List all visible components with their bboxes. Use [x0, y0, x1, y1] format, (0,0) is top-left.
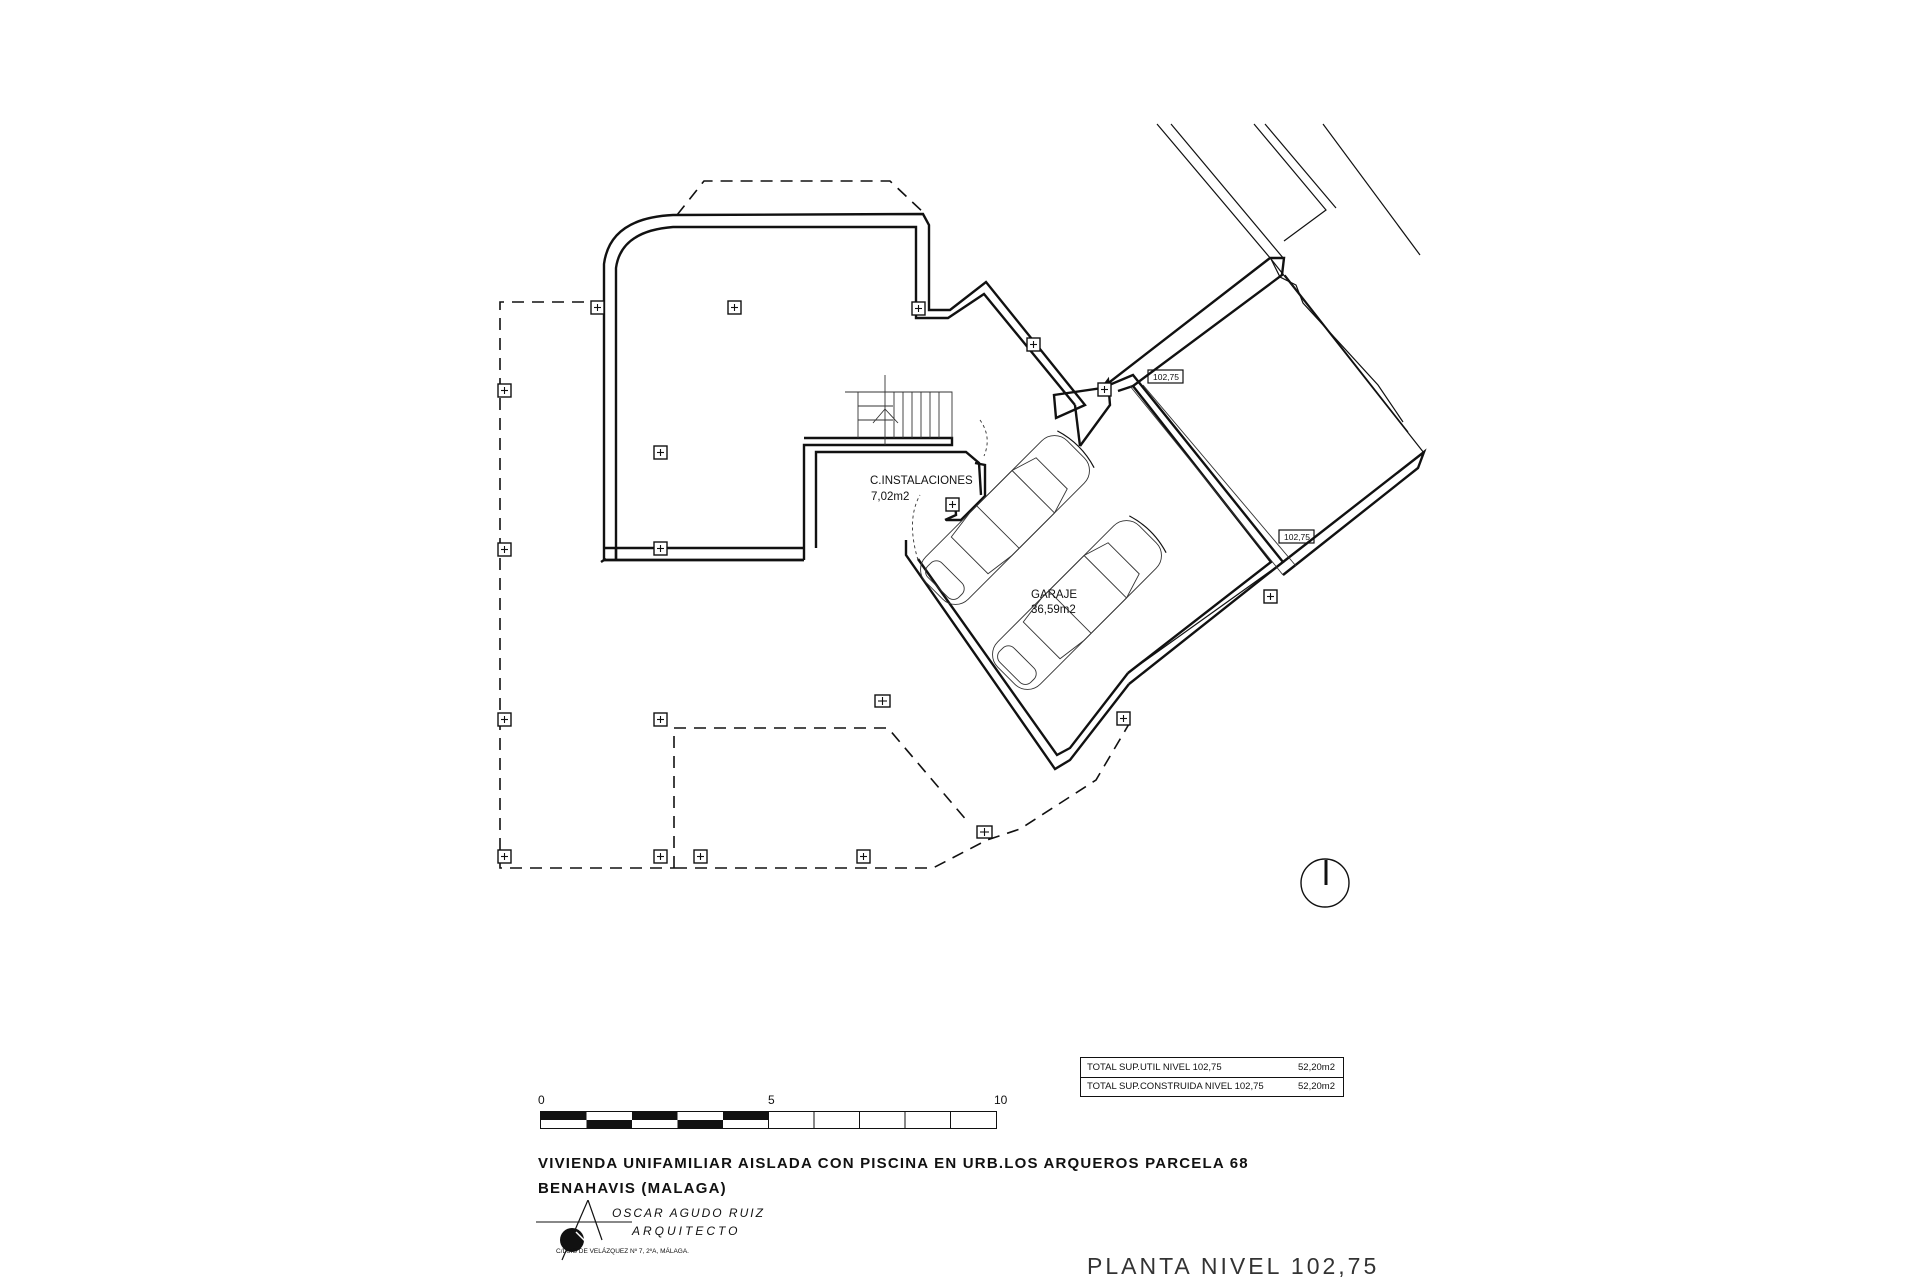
surface-area-table: TOTAL SUP.UTIL NIVEL 102,75 52,20m2 TOTA… — [1080, 1057, 1344, 1097]
room-instalaciones-label: C.INSTALACIONES — [870, 475, 973, 487]
column-marker — [693, 849, 708, 864]
architect-role: ARQUITECTO — [632, 1224, 741, 1238]
scale-bar-segments — [540, 1111, 997, 1129]
level-tag-text: 102,75 — [1284, 532, 1310, 542]
level-tag-text: 102,75 — [1153, 372, 1179, 382]
surface-row-util: TOTAL SUP.UTIL NIVEL 102,75 52,20m2 — [1081, 1058, 1343, 1078]
column-marker — [653, 445, 668, 460]
room-instalaciones-area: 7,02m2 — [871, 491, 909, 503]
column-marker — [653, 541, 668, 556]
site-boundary-lines — [1156, 123, 1425, 454]
column-marker — [590, 300, 605, 315]
scale-tick-0: 0 — [538, 1093, 545, 1107]
scale-tick-5: 5 — [768, 1093, 775, 1107]
column-marker — [653, 849, 668, 864]
sheet-title: PLANTA NIVEL 102,75 — [1087, 1253, 1380, 1279]
column-marker — [911, 301, 926, 316]
column-marker — [653, 712, 668, 727]
room-garaje-label: GARAJE — [1031, 589, 1077, 601]
project-title: VIVIENDA UNIFAMILIAR AISLADA CON PISCINA… — [538, 1155, 1249, 1172]
column-marker — [976, 825, 993, 839]
column-marker — [1116, 711, 1131, 726]
surface-row-construida: TOTAL SUP.CONSTRUIDA NIVEL 102,75 52,20m… — [1081, 1077, 1343, 1096]
surface-total-label: TOTAL — [1087, 1062, 1117, 1073]
scale-tick-10: 10 — [994, 1093, 1008, 1107]
surface-description: SUP.UTIL NIVEL 102,75 — [1119, 1062, 1222, 1073]
column-marker — [1263, 589, 1278, 604]
column-marker — [497, 542, 512, 557]
architect-name: OSCAR AGUDO RUIZ — [612, 1206, 765, 1220]
column-marker — [1097, 382, 1112, 397]
graphic-scale-bar: 0 5 10 — [538, 1093, 1007, 1133]
column-marker — [945, 497, 960, 512]
terrace-outlines — [499, 180, 1130, 869]
column-marker — [874, 694, 891, 708]
column-marker — [497, 383, 512, 398]
surface-total-label: TOTAL — [1087, 1081, 1117, 1092]
structural-columns — [497, 300, 1278, 864]
north-arrow-icon — [1300, 858, 1350, 908]
surface-value: 52,20m2 — [1298, 1062, 1335, 1073]
surface-description: SUP.CONSTRUIDA NIVEL 102,75 — [1119, 1081, 1264, 1092]
staircase — [845, 375, 953, 445]
project-location: BENAHAVIS (MALAGA) — [538, 1180, 727, 1197]
architect-address: C/LUIS DE VELÁZQUEZ Nº 7, 2ºA, MÁLAGA. — [556, 1248, 689, 1255]
column-marker — [1026, 337, 1041, 352]
level-tag: 102,75 — [1278, 529, 1315, 544]
car-upper — [920, 430, 1095, 605]
column-marker — [727, 300, 742, 315]
architect-stamp: OSCAR AGUDO RUIZ ARQUITECTO C/LUIS DE VE… — [536, 1200, 766, 1264]
column-marker — [856, 849, 871, 864]
room-garaje-area: 36,59m2 — [1031, 604, 1076, 616]
architect-logo-icon — [536, 1200, 632, 1261]
column-marker — [497, 712, 512, 727]
surface-value: 52,20m2 — [1298, 1081, 1335, 1092]
level-tag: 102,75 — [1147, 369, 1184, 384]
car-lower — [992, 515, 1167, 690]
column-marker — [497, 849, 512, 864]
